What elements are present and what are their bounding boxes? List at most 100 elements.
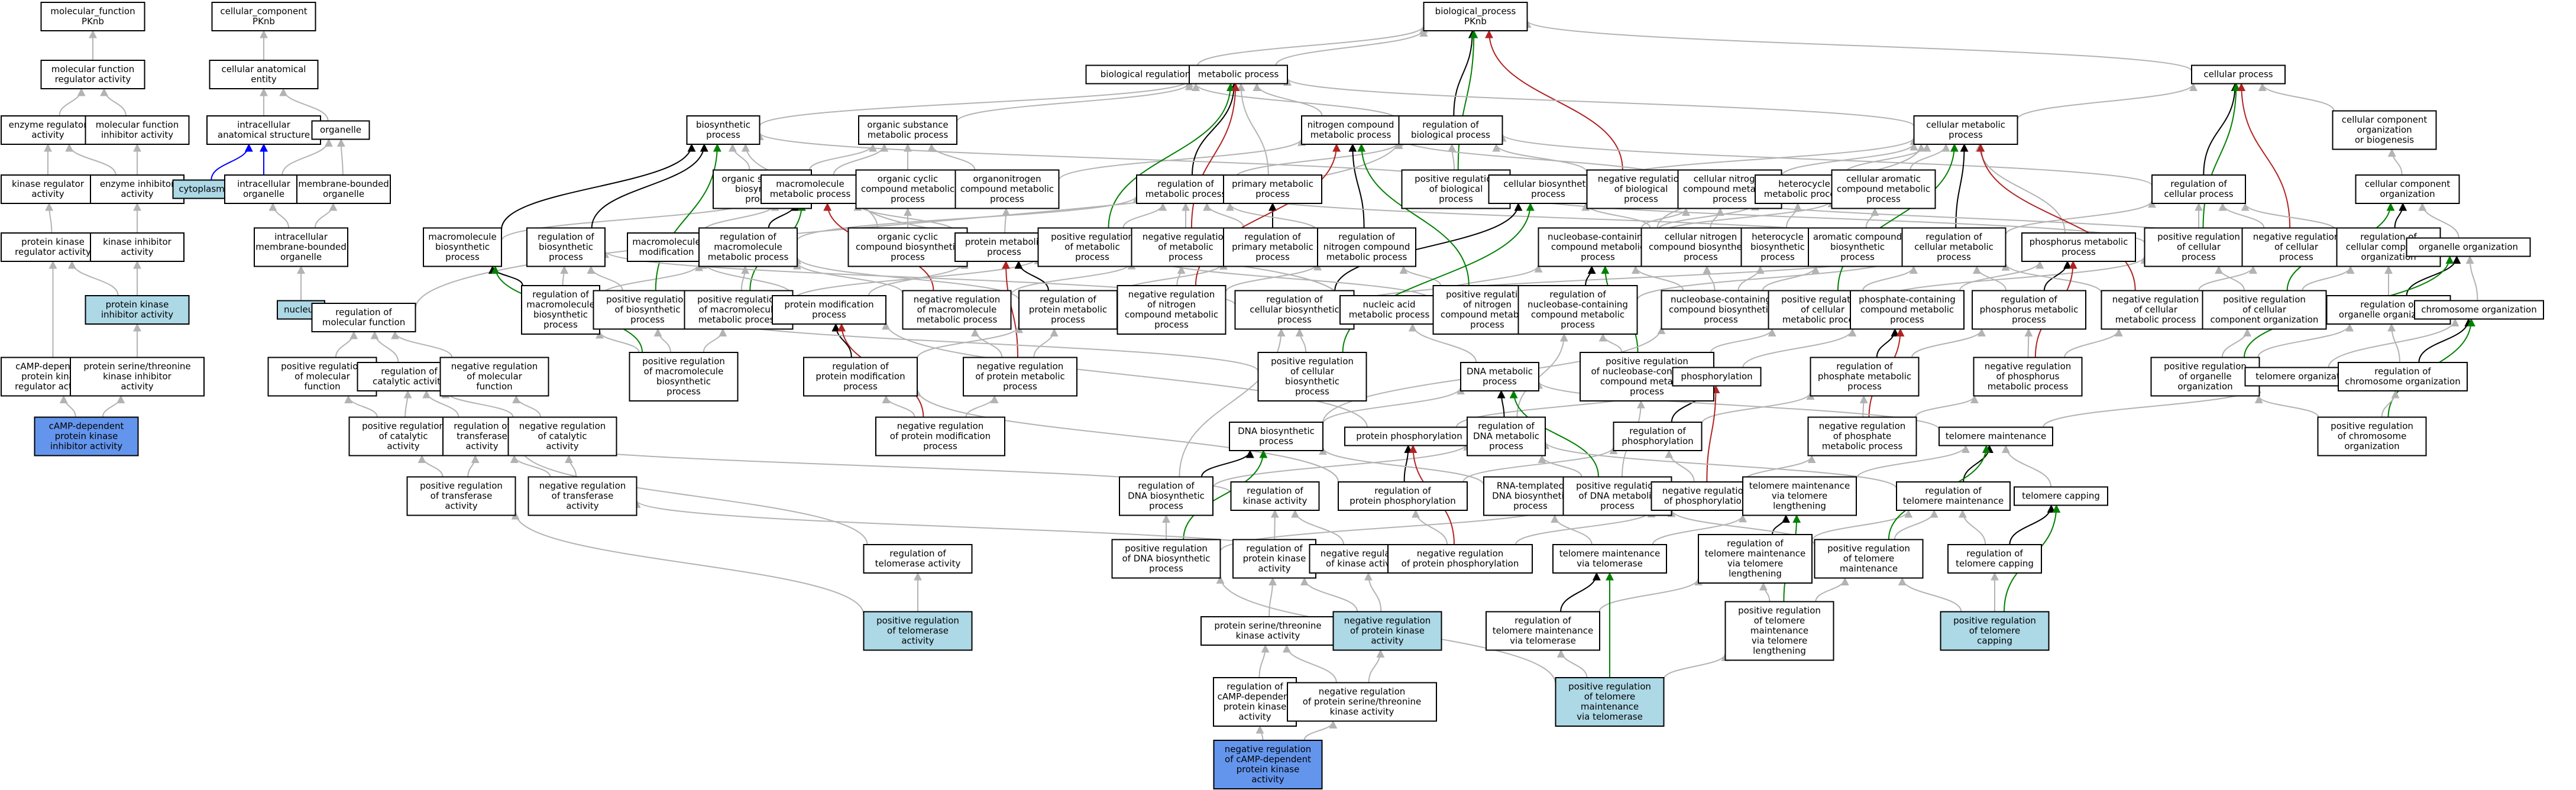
go-term-node-orgorg[interactable]: organelle organization <box>2406 237 2531 257</box>
go-term-node-protphos[interactable]: protein phosphorylation <box>1344 426 1474 446</box>
go-term-node-cytoplasm[interactable]: cytoplasm <box>172 179 231 199</box>
go-term-node-phosphorylation[interactable]: phosphorylation <box>1672 367 1762 387</box>
go-term-node-regnbcm[interactable]: regulation ofnucleobase-containingcompou… <box>1517 285 1638 335</box>
go-term-node-chromorg[interactable]: chromosome organization <box>2414 300 2544 320</box>
go-term-node-metab[interactable]: metabolic process <box>1189 64 1288 85</box>
go-term-node-breg[interactable]: biological regulation <box>1085 64 1206 85</box>
go-term-node-telcap[interactable]: telomere capping <box>2014 486 2108 506</box>
go-term-node-cellproc[interactable]: cellular process <box>2191 64 2286 85</box>
go-term-node-telmain[interactable]: telomere maintenance <box>1939 426 2053 446</box>
